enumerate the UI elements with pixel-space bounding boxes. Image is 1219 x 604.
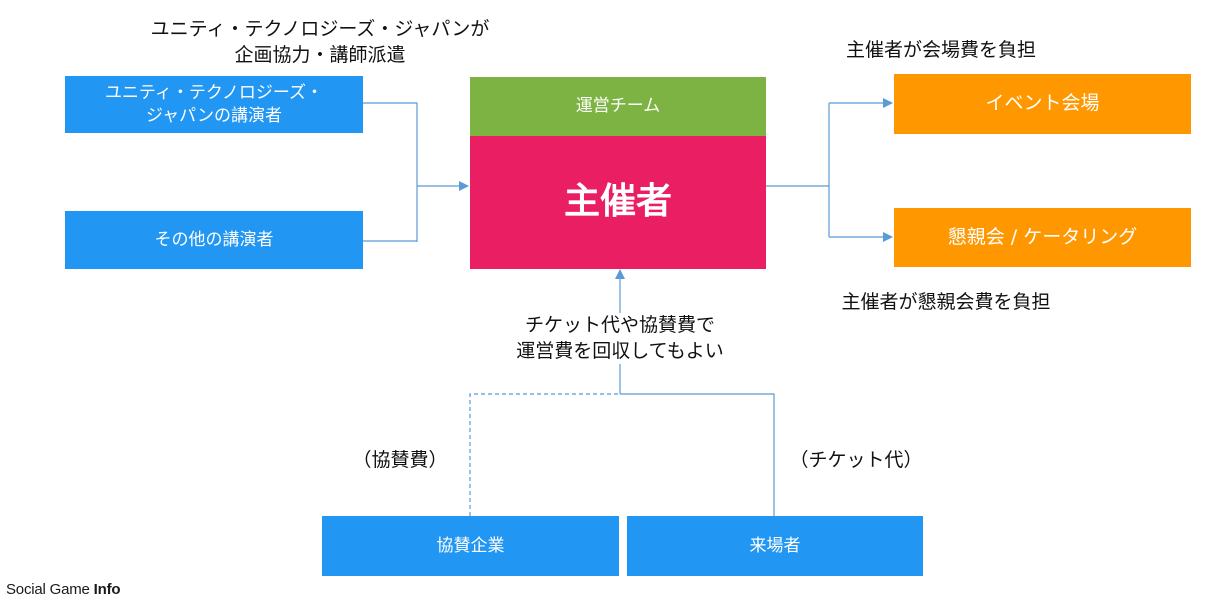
visitors-box: 来場者 <box>627 516 923 576</box>
social-catering-box: 懇親会 / ケータリング <box>894 208 1191 267</box>
event-venue-label: イベント会場 <box>985 92 1100 115</box>
sponsors-box: 協賛企業 <box>322 516 619 576</box>
visitors-label: 来場者 <box>749 535 801 556</box>
unity-speakers-connector <box>363 102 418 242</box>
social-cost-label: 主催者が懇親会費を負担 <box>841 291 1051 313</box>
venue-cost-label: 主催者が会場費を負担 <box>845 39 1036 61</box>
visitor-connector <box>620 393 775 516</box>
sponsor-dashed-connector <box>469 393 620 516</box>
sponsor-fee-label: （協賛費） <box>352 449 448 471</box>
other-speakers-box: その他の講演者 <box>65 211 363 269</box>
ops-team-box: 運営チーム <box>470 77 766 136</box>
unity-speakers-box: ユニティ・テクノロジーズ・ ジャパンの講演者 <box>65 76 363 133</box>
unity-speakers-label: ユニティ・テクノロジーズ・ ジャパンの講演者 <box>104 82 324 126</box>
cost-recovery-label: チケット代や協賛費で 運営費を回収してもよい <box>495 313 745 365</box>
social-catering-label: 懇親会 / ケータリング <box>947 225 1138 248</box>
organizer-box: 主催者 <box>470 136 766 269</box>
site-watermark: Social Game Info <box>6 581 121 598</box>
sponsors-label: 協賛企業 <box>436 535 505 556</box>
ops-team-label: 運営チーム <box>575 96 661 117</box>
ticket-fee-label: （チケット代） <box>789 449 923 471</box>
organizer-label: 主催者 <box>563 181 672 223</box>
watermark-text: Social Game <box>6 581 94 598</box>
unity-support-label: ユニティ・テクノロジーズ・ジャパンが 企画協力・講師派遣 <box>150 18 490 66</box>
event-venue-box: イベント会場 <box>894 74 1191 134</box>
watermark-bold-text: Info <box>93 581 121 598</box>
other-speakers-label: その他の講演者 <box>154 229 274 250</box>
